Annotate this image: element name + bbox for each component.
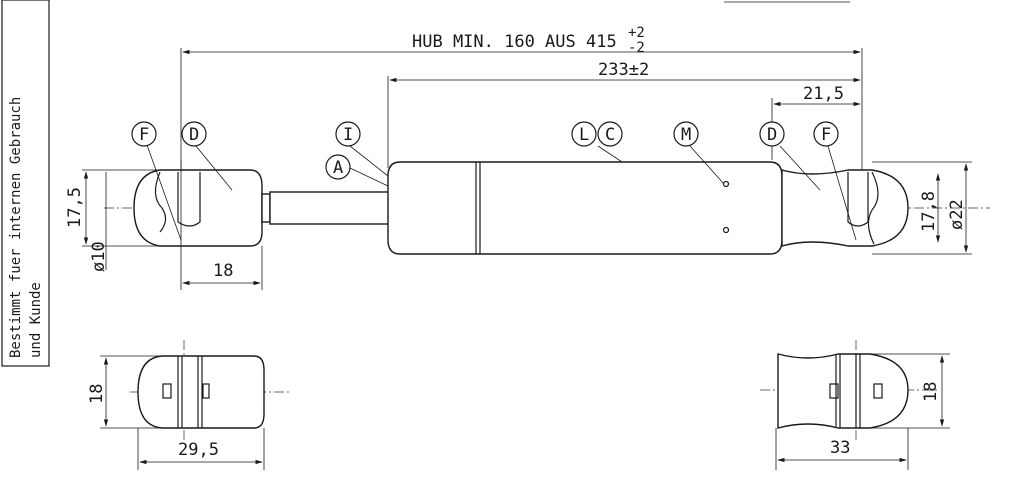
- stroke-dimension: HUB MIN. 160 AUS 415 +2 -2: [180, 25, 863, 172]
- end-offset-dimension: 21,5: [771, 84, 861, 160]
- bottom-right-width-label: 33: [830, 438, 850, 458]
- left-diameter-label: ø10: [89, 241, 109, 272]
- thread-collar: [261, 193, 271, 223]
- end-offset-label: 21,5: [803, 84, 844, 104]
- bubble-c: C: [605, 125, 615, 145]
- right-end-fitting: [781, 169, 909, 247]
- bubble-f-right: F: [821, 125, 831, 145]
- right-height-label: 17,8: [919, 191, 939, 232]
- bottom-left-view: 18 29,5: [87, 340, 290, 470]
- piston-rod: [269, 191, 391, 225]
- bubble-m: M: [681, 125, 691, 145]
- side-note-box: Bestimmt fuer internen Gebrauch und Kund…: [1, 0, 50, 367]
- stroke-label: HUB MIN. 160 AUS 415: [412, 32, 617, 52]
- bubble-d-right: D: [767, 125, 777, 145]
- bottom-right-height-label: 18: [921, 382, 941, 402]
- stroke-tol-minus: -2: [628, 40, 645, 56]
- left-height-dimension: 17,5 ø10: [65, 169, 160, 272]
- bubble-i: I: [343, 125, 353, 145]
- left-width-dimension: 18: [180, 246, 263, 290]
- label-bubbles: F D I A L C M D F: [131, 121, 857, 241]
- left-height-label: 17,5: [65, 187, 85, 228]
- cylinder-tube: [387, 161, 783, 255]
- right-diameter-label: ø22: [947, 199, 967, 230]
- left-end-fitting: [133, 160, 263, 247]
- left-width-label: 18: [213, 261, 233, 281]
- bubble-d-left: D: [189, 125, 199, 145]
- bubble-f-left: F: [139, 125, 149, 145]
- bubble-a: A: [333, 158, 343, 178]
- stroke-tol-plus: +2: [628, 25, 645, 41]
- bottom-left-height-label: 18: [87, 384, 107, 404]
- bottom-left-width-label: 29,5: [178, 440, 219, 460]
- length-label: 233±2: [598, 60, 649, 80]
- side-note-line2: und Kunde: [28, 282, 44, 358]
- side-note-line1: Bestimmt fuer internen Gebrauch: [8, 97, 24, 358]
- length-dimension: 233±2: [387, 60, 861, 168]
- bubble-l: L: [579, 125, 589, 145]
- bottom-right-view: 18 33: [760, 340, 950, 470]
- right-height-dimension: 17,8 ø22: [872, 161, 972, 255]
